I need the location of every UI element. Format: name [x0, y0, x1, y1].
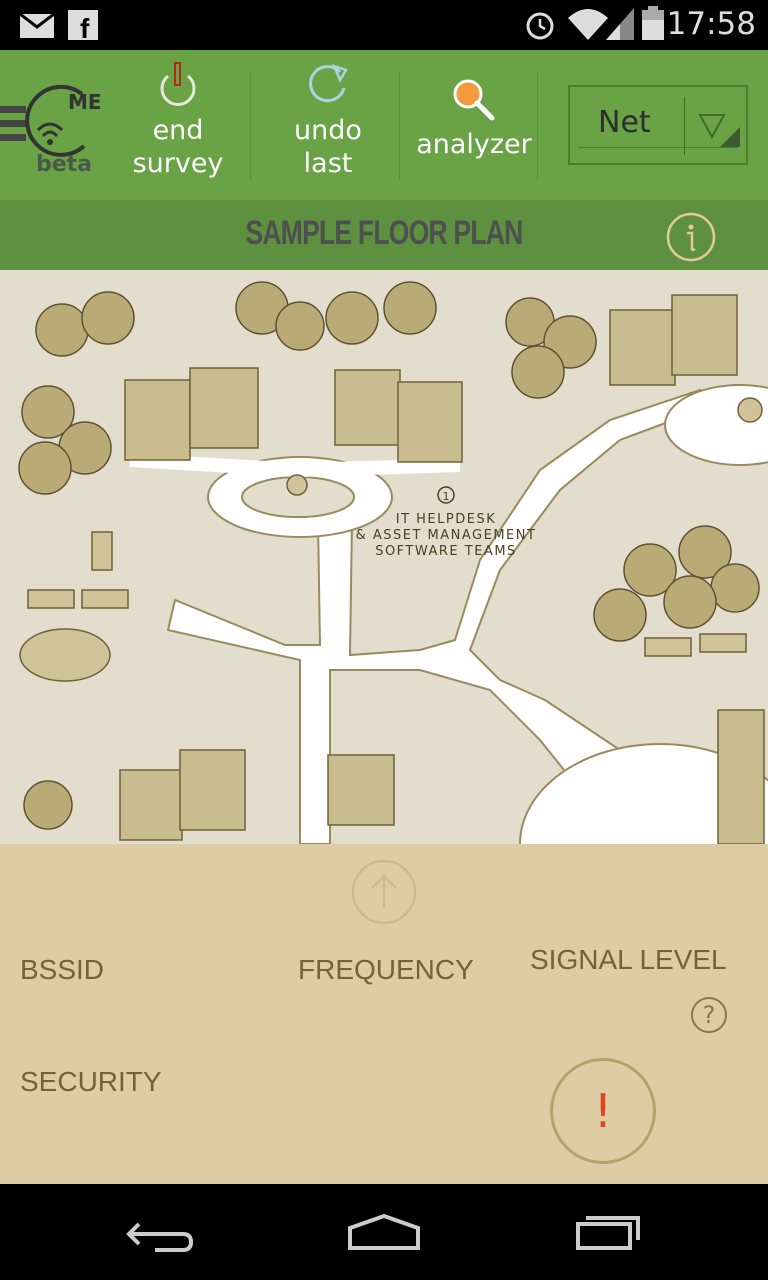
undo-label-1: undo: [294, 115, 362, 146]
network-select-value: Net: [598, 105, 651, 140]
divider: [537, 72, 538, 180]
map-label-line: SOFTWARE TEAMS: [375, 544, 517, 559]
clock: 17:58: [666, 6, 756, 42]
end-survey-button[interactable]: end survey: [118, 50, 238, 200]
analyzer-label: analyzer: [416, 129, 532, 160]
end-survey-label-2: survey: [132, 148, 224, 179]
power-icon: [160, 62, 196, 106]
location-marker-icon[interactable]: [437, 486, 455, 504]
trees: [18, 281, 760, 830]
undo-icon: [309, 63, 348, 103]
wifi-icon: [568, 9, 608, 40]
facebook-icon: f: [68, 10, 98, 40]
help-icon[interactable]: ?: [691, 997, 727, 1033]
analyzer-button[interactable]: analyzer: [412, 50, 536, 200]
chevron-down-icon: [698, 114, 740, 147]
end-survey-label-1: end: [152, 115, 204, 146]
security-label: SECURITY: [20, 1066, 162, 1097]
divider: [250, 72, 251, 180]
mail-icon: [20, 14, 54, 38]
svg-text:f: f: [80, 13, 90, 40]
map-label-line: IT HELPDESK: [396, 512, 496, 527]
status-bar: f 17:58: [0, 0, 768, 50]
direction-arrow-icon: [351, 859, 417, 925]
search-icon: [453, 79, 495, 121]
signal-icon: [606, 8, 634, 40]
signal-level-label: SIGNAL LEVEL: [530, 944, 727, 975]
frequency-label: FREQUENCY: [298, 954, 474, 985]
alert-glyph: !: [593, 1084, 613, 1138]
menu-button[interactable]: [0, 106, 26, 146]
help-glyph: ?: [702, 1001, 716, 1029]
undo-last-button[interactable]: undo last: [268, 50, 388, 200]
buildings: [119, 294, 765, 844]
floor-plan-map[interactable]: 1 IT HELPDESK & ASSET MANAGEMENT SOFTWAR…: [0, 270, 768, 844]
home-icon[interactable]: [346, 1212, 422, 1252]
divider: [399, 72, 400, 180]
alert-icon[interactable]: !: [550, 1058, 656, 1164]
network-select[interactable]: Net: [568, 85, 748, 165]
undo-label-2: last: [303, 148, 353, 179]
alarm-icon: [526, 12, 554, 40]
logo-beta: beta: [36, 152, 93, 177]
floor-plan-drawing: 1 IT HELPDESK & ASSET MANAGEMENT SOFTWAR…: [18, 281, 768, 844]
title-bar: SAMPLE FLOOR PLAN: [0, 200, 768, 270]
navigation-bar: [0, 1184, 768, 1280]
app-logo: ME beta: [22, 80, 108, 180]
back-icon[interactable]: [125, 1216, 195, 1256]
toolbar: ME beta end survey undo last analyzer Ne…: [0, 50, 768, 200]
network-info-panel: BSSID FREQUENCY SIGNAL LEVEL ? SECURITY …: [0, 844, 768, 1184]
wifi-logo-icon: [25, 84, 86, 157]
marker-number: 1: [443, 490, 450, 503]
page-title: SAMPLE FLOOR PLAN: [245, 214, 524, 252]
bssid-label: BSSID: [20, 954, 105, 985]
recent-apps-icon[interactable]: [574, 1212, 644, 1252]
battery-icon: [642, 6, 664, 40]
logo-me: ME: [68, 90, 102, 114]
info-icon[interactable]: [665, 211, 717, 263]
map-label-line: & ASSET MANAGEMENT: [356, 528, 537, 543]
